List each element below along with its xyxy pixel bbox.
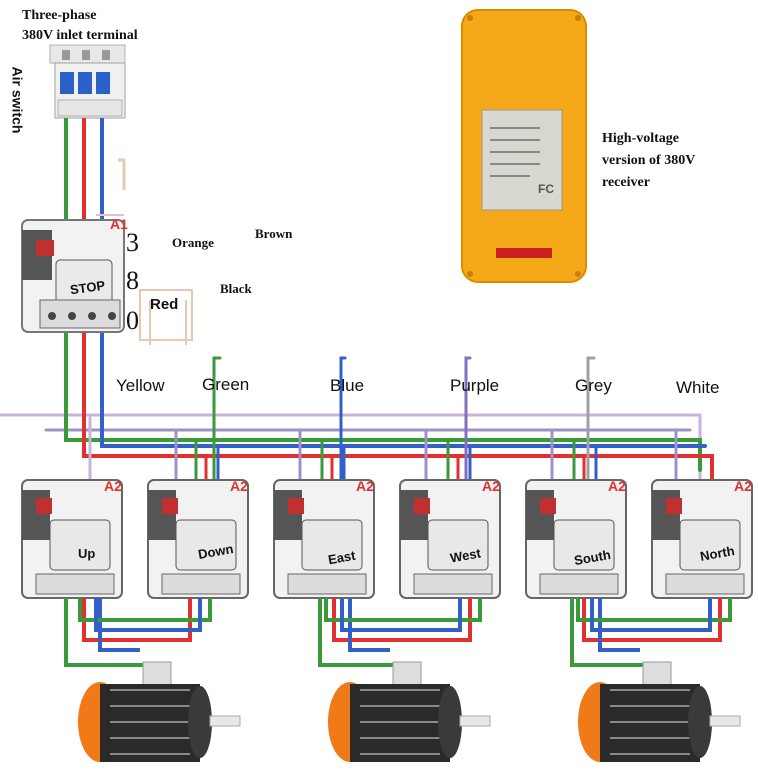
contactor-west-coil: A2 [482,478,500,494]
digit-8: 8 [126,266,139,295]
red-label: Red [150,296,179,313]
channel-label-white: White [676,378,720,397]
receiver-label: High-voltage version of 380V receiver [602,131,696,190]
a1-label: A1 [110,216,128,232]
contactor-east-coil: A2 [356,478,374,494]
stop-contactor [21,219,125,333]
contactor-up-coil: A2 [104,478,122,494]
receiver-fc-mark: FC [538,182,554,196]
motor-1 [78,661,241,762]
digit-0: 0 [126,306,139,335]
channel-label-grey: Grey [575,376,612,395]
inlet-label: Three-phase 380V inlet terminal [22,8,138,43]
orange-label: Orange [172,235,214,250]
brown-label: Brown [255,226,293,241]
contactor-south-coil: A2 [608,478,626,494]
air-switch-label: Air switch [9,66,26,134]
contactor-north-coil: A2 [734,478,752,494]
air-switch [49,44,126,119]
contactor-bodies [21,479,753,599]
contactor-down-coil: A2 [230,478,248,494]
channel-label-yellow: Yellow [116,376,165,395]
receiver-device [461,9,587,283]
channel-label-purple: Purple [450,376,500,395]
motor-2 [328,661,491,762]
channel-label-blue: Blue [330,376,365,395]
contactor-up-label: Up [78,546,96,561]
black-label: Black [220,281,252,296]
digit-3: 3 [126,228,139,257]
motor-wires [64,598,732,667]
channel-label-green: Green [202,375,250,394]
motor-3 [578,661,741,762]
